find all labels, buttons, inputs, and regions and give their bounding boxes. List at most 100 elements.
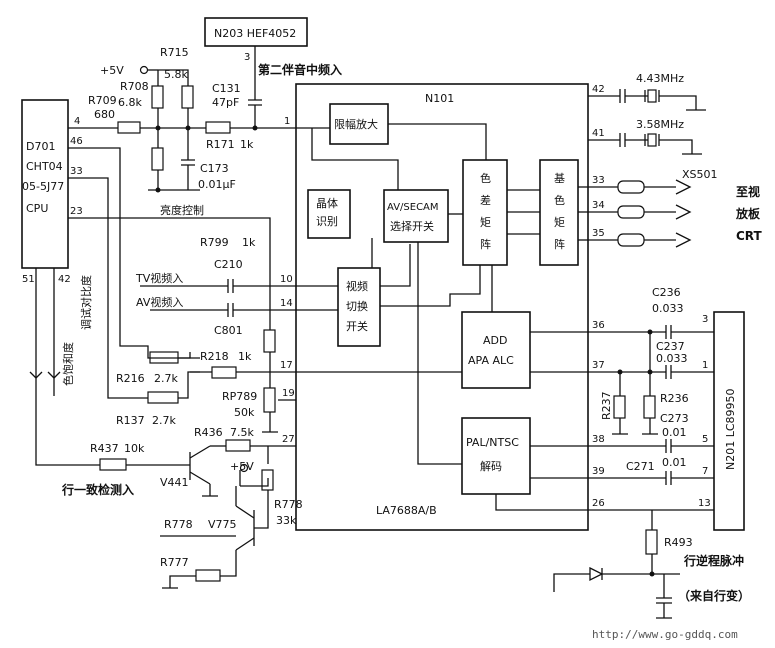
cpu-pin-42: 42 <box>58 274 71 285</box>
n201-pin-13: 13 <box>698 498 711 509</box>
n101-chip <box>295 83 589 531</box>
add-apa-block <box>461 311 531 389</box>
cpu-label-1: D701 <box>26 140 55 153</box>
n101-pin-38: 38 <box>592 434 605 445</box>
v441-ref: V441 <box>160 476 189 489</box>
r493-ref: R493 <box>664 536 693 549</box>
limiter-label: 限幅放大 <box>334 117 378 131</box>
n101-pin-41: 41 <box>592 128 605 139</box>
pn-2: 解码 <box>480 459 502 473</box>
cpu-pin-51: 51 <box>22 274 35 285</box>
v775-ref: V775 <box>208 518 237 531</box>
cpu-label-3: 05-5J77 <box>22 180 64 193</box>
r236-ref: R236 <box>660 392 689 405</box>
aa-1: ADD <box>483 334 507 347</box>
c173-ref: C173 <box>200 162 229 175</box>
c236-ref: C236 <box>652 286 681 299</box>
n101-pin-36: 36 <box>592 320 605 331</box>
tv-video-label: TV视频入 <box>135 271 183 285</box>
to-crt-2: 放板 <box>735 206 761 221</box>
n101-pin-10: 10 <box>280 274 293 285</box>
n101-pin-34: 34 <box>592 200 605 211</box>
c173-val: 0.01μF <box>198 178 236 191</box>
r708-ref: R708 <box>120 80 149 93</box>
c273-ref: C273 <box>660 412 689 425</box>
contrast-label: 调试对比度 <box>79 275 93 330</box>
bm-1: 基 <box>554 172 565 185</box>
c801-ref: C801 <box>214 324 243 337</box>
n203-pin-3: 3 <box>244 52 250 63</box>
r715-ref: R715 <box>160 46 189 59</box>
cpu-pin-23: 23 <box>70 206 83 217</box>
cm-1: 色 <box>480 171 491 185</box>
r799-ref: R799 <box>200 236 229 249</box>
r778a-ref: R778 <box>274 498 303 511</box>
vs-1: 视频 <box>346 279 368 293</box>
r171-val: 1k <box>240 138 254 151</box>
av-video-label: AV视频入 <box>136 295 183 309</box>
crystal-label-2: 识别 <box>316 215 338 228</box>
c237-ref: C237 <box>656 340 685 353</box>
r437-val: 10k <box>124 442 145 455</box>
c273-val: 0.01 <box>662 426 687 439</box>
internal-signal-paths <box>296 123 588 511</box>
r218-val: 1k <box>238 350 252 363</box>
cpu-pin-46: 46 <box>70 136 83 147</box>
r715-val: 5.8k <box>164 68 188 81</box>
c237-val: 0.033 <box>656 352 688 365</box>
r777-ref: R777 <box>160 556 189 569</box>
r237-ref: R237 <box>600 391 613 420</box>
bm-2: 色 <box>554 193 565 207</box>
second-sound-label: 第二伴音中频入 <box>258 62 342 77</box>
vs-3: 开关 <box>346 319 368 333</box>
c131-ref: C131 <box>212 82 241 95</box>
pal-ntsc-block <box>461 417 531 495</box>
n101-pin-37: 37 <box>592 360 605 371</box>
xtal1-label: 4.43MHz <box>636 72 684 85</box>
r709-ref: R709 <box>88 94 117 107</box>
brightness-label: 亮度控制 <box>160 203 204 217</box>
n101-pin-17: 17 <box>280 360 293 371</box>
n101-pin-1: 1 <box>284 116 290 127</box>
n101-pin-39: 39 <box>592 466 605 477</box>
pn-1: PAL/NTSC <box>466 436 519 449</box>
c236-val: 0.033 <box>652 302 684 315</box>
n101-label: N101 <box>425 92 454 105</box>
xs501-label: XS501 <box>682 168 718 181</box>
crystal-label-1: 晶体 <box>316 196 338 210</box>
n101-pin-19: 19 <box>282 388 295 399</box>
vcc-label-a: +5V <box>100 64 124 77</box>
n101-pin-27: 27 <box>282 434 295 445</box>
flyback-label: 行逆程脉冲 <box>683 553 744 568</box>
left-wiring <box>29 46 338 589</box>
r708-val: 6.8k <box>118 96 142 109</box>
cm-3: 矩 <box>480 216 491 229</box>
from-flyback-label: （来自行变） <box>678 588 750 603</box>
color-saturation-label: 色饱和度 <box>61 342 75 386</box>
aa-2: APA ALC <box>468 354 514 367</box>
n101-pin-33: 33 <box>592 175 605 186</box>
n203-label: N203 HEF4052 <box>214 27 296 40</box>
n201-pin-7: 7 <box>702 466 708 477</box>
r218-ref: R218 <box>200 350 229 363</box>
hsync-detect-label: 行一致检测入 <box>61 482 134 497</box>
n201-pin-3: 3 <box>702 314 708 325</box>
vcc-label-b: +5V <box>230 460 254 473</box>
c271-val: 0.01 <box>662 456 687 469</box>
secam-label-2: 选择开关 <box>390 219 434 233</box>
to-crt-1: 至视 <box>736 184 760 199</box>
r709-val: 680 <box>94 108 115 121</box>
bm-4: 阵 <box>554 237 565 251</box>
n101-pin-35: 35 <box>592 228 605 239</box>
cm-4: 阵 <box>480 237 491 251</box>
r137-val: 2.7k <box>152 414 176 427</box>
right-wiring <box>553 89 714 619</box>
r437-ref: R437 <box>90 442 119 455</box>
n203-chip <box>204 17 308 47</box>
r436-val: 7.5k <box>230 426 254 439</box>
r778a-val: 33k <box>276 514 297 527</box>
r436-ref: R436 <box>194 426 223 439</box>
r216-ref: R216 <box>116 372 145 385</box>
cpu-chip <box>21 99 69 269</box>
